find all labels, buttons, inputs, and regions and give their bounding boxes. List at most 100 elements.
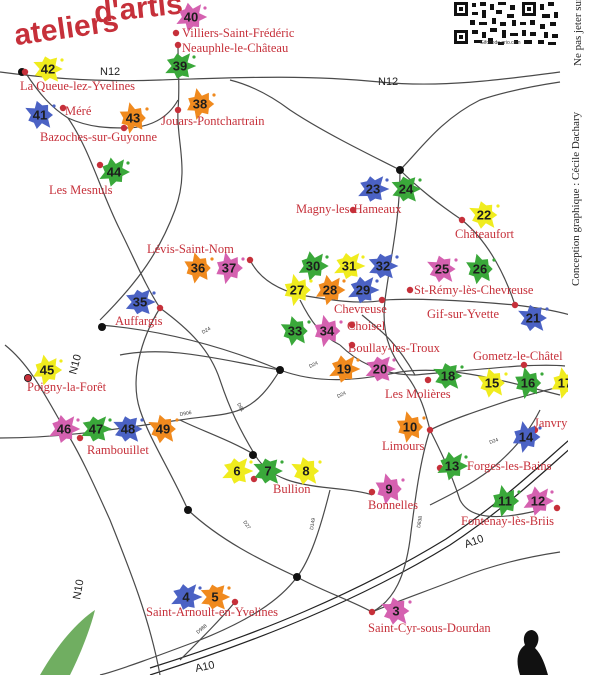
paint-splat (25, 100, 53, 129)
paint-drop (203, 6, 207, 10)
atelier-marker-43: 43 (119, 102, 149, 134)
atelier-marker-42: 42 (33, 56, 64, 82)
paint-drop (60, 58, 64, 62)
atelier-marker-7: 7 (253, 458, 284, 484)
atelier-number: 25 (435, 262, 449, 277)
town-label: Les Molières (385, 387, 451, 401)
atelier-marker-16: 16 (515, 367, 544, 399)
atelier-number: 11 (498, 494, 512, 509)
paint-splat (518, 304, 547, 332)
atelier-marker-35: 35 (125, 289, 156, 315)
paint-drop (356, 358, 360, 362)
paint-splat (148, 414, 176, 444)
atelier-marker-41: 41 (25, 100, 56, 129)
atelier-number: 31 (342, 259, 356, 274)
minor-road-label: D24 (308, 360, 319, 369)
town-dot (349, 206, 357, 214)
atelier-number: 9 (385, 482, 392, 497)
town-label: Boullay-les-Troux (348, 341, 440, 355)
paint-splat (329, 355, 361, 383)
junction-node (184, 506, 192, 514)
atelier-number: 33 (288, 324, 302, 339)
qr-caption: Gifocode.qrio.com (480, 40, 521, 46)
paint-drop (454, 258, 458, 262)
paint-drop (145, 107, 149, 111)
minor-road-label: D24 (489, 437, 500, 446)
road-label-a10-b: A10 (194, 659, 216, 675)
junction-node (293, 573, 301, 581)
atelier-number: 48 (121, 422, 135, 437)
paint-drop (108, 418, 112, 422)
minor-road-label: D24 (201, 326, 212, 336)
atelier-number: 49 (156, 422, 170, 437)
paint-drop (392, 358, 396, 362)
paint-splat (433, 363, 463, 389)
town-label: Limours (382, 439, 425, 453)
paint-drop (249, 460, 253, 464)
town-label: Fontenay-lès-Briis (461, 514, 555, 528)
paint-splat (368, 253, 399, 279)
town-dots (21, 29, 561, 616)
atelier-marker-6: 6 (222, 458, 254, 484)
town-label: Bullion (273, 482, 311, 496)
town-label: La Queue-lez-Yvelines (20, 79, 136, 93)
minor-road-label: D838 (416, 515, 424, 528)
atelier-marker-29: 29 (348, 276, 380, 304)
atelier-number: 7 (264, 464, 271, 479)
atelier-number: 19 (337, 362, 351, 377)
atelier-number: 22 (477, 208, 491, 223)
paint-splat (284, 273, 311, 307)
atelier-number: 4 (182, 590, 190, 605)
atelier-marker-30: 30 (298, 251, 329, 281)
paint-drop (309, 279, 313, 283)
atelier-number: 30 (306, 259, 320, 274)
atelier-marker-5: 5 (200, 584, 231, 610)
town-label: Neauphle-le-Château (182, 41, 289, 55)
town-label: Méré (65, 104, 92, 118)
town-label: Magny-les-Hameaux (296, 202, 402, 216)
atelier-number: 32 (376, 259, 390, 274)
paint-drop (307, 320, 311, 324)
atelier-marker-34: 34 (314, 314, 343, 348)
atelier-marker-47: 47 (81, 416, 113, 442)
road-label-a10-a: A10 (463, 533, 486, 551)
atelier-number: 24 (399, 182, 414, 197)
atelier-marker-20: 20 (365, 356, 396, 382)
town-dot (59, 104, 67, 112)
atelier-marker-23: 23 (358, 176, 390, 202)
town-dot (174, 106, 182, 114)
paint-drop (545, 307, 549, 311)
town-dot (120, 124, 128, 132)
paint-drop (464, 455, 468, 459)
atelier-number: 15 (485, 376, 499, 391)
atelier-number: 26 (473, 262, 487, 277)
atelier-marker-49: 49 (148, 414, 179, 444)
town-dot (172, 29, 180, 37)
town-dot (406, 286, 414, 294)
paint-splat (358, 176, 390, 202)
atelier-marker-37: 37 (216, 252, 245, 285)
atelier-marker-28: 28 (316, 274, 346, 306)
atelier-number: 38 (193, 97, 207, 112)
paint-splat (515, 367, 542, 399)
minor-road-label: D27 (241, 520, 251, 531)
town-label: Jouars-Pontchartrain (161, 114, 265, 128)
atelier-marker-9: 9 (375, 473, 405, 505)
paint-drop (375, 279, 379, 283)
town-dot (24, 374, 32, 382)
town-label: Auffargis (115, 314, 163, 328)
paint-drop (517, 490, 521, 494)
paint-drop (126, 161, 130, 165)
town-label: Châteaufort (455, 227, 515, 241)
paint-splat (253, 458, 283, 484)
paint-splat (291, 457, 320, 485)
town-label: Bonnelles (368, 498, 418, 512)
atelier-number: 39 (173, 59, 187, 74)
town-label: Janvry (534, 416, 568, 430)
town-dot (76, 434, 84, 442)
paint-splat (165, 53, 197, 79)
atelier-marker-27: 27 (284, 273, 313, 307)
paint-drop (342, 279, 346, 283)
town-label: Poigny-la-Forêt (27, 380, 107, 394)
paint-splat (222, 458, 254, 484)
